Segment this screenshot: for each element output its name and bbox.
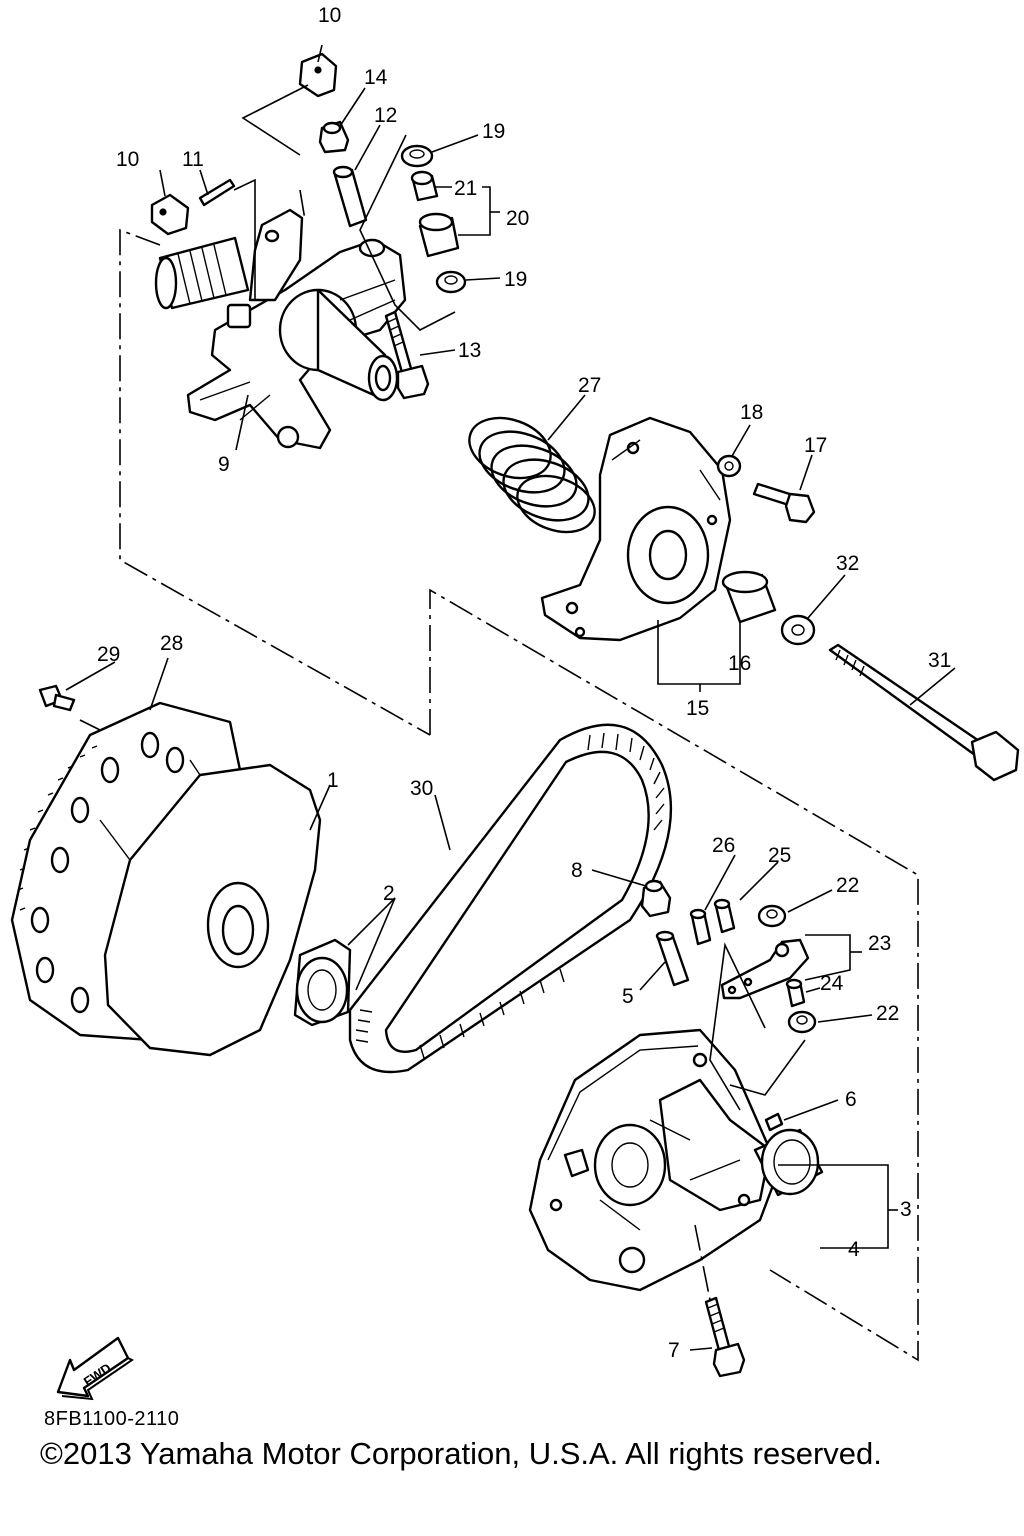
callout-14: 14 — [364, 66, 388, 89]
bolt-17 — [752, 482, 816, 524]
cover-bushing — [721, 570, 777, 624]
fwd-arrow-icon: FWD — [56, 1336, 134, 1401]
callout-5: 5 — [622, 985, 634, 1008]
callout-7: 7 — [668, 1339, 680, 1362]
callout-23: 23 — [868, 932, 891, 955]
callout-16: 16 — [728, 652, 751, 675]
callout-24: 24 — [820, 972, 844, 995]
callout-9: 9 — [218, 453, 230, 476]
callout-3: 3 — [900, 1198, 912, 1221]
bolt-7 — [704, 1296, 746, 1378]
callout-21: 21 — [454, 177, 477, 200]
copyright-notice: ©2013 Yamaha Motor Corporation, U.S.A. A… — [40, 1436, 882, 1471]
roller-pin-part — [332, 165, 368, 228]
callout-4: 4 — [848, 1238, 860, 1261]
callout-6: 6 — [845, 1088, 857, 1111]
washer-18 — [716, 454, 742, 478]
callout-30: 30 — [410, 777, 433, 800]
callout-31: 31 — [928, 649, 951, 672]
callout-22-lower: 22 — [876, 1002, 899, 1025]
collar-part — [293, 938, 352, 1027]
callout-17: 17 — [804, 434, 827, 457]
spider-hub-part — [154, 208, 407, 450]
bushing-small — [410, 170, 439, 202]
long-bolt-31 — [828, 643, 1020, 782]
callout-27: 27 — [578, 374, 601, 397]
callout-11: 11 — [182, 148, 204, 171]
callout-19-upper: 19 — [482, 120, 505, 143]
pin-25 — [713, 898, 736, 934]
nut-8 — [640, 879, 672, 918]
bolt-29 — [38, 684, 76, 712]
slider-block-left — [150, 193, 190, 236]
pin-26 — [689, 908, 712, 946]
movable-sheave-part — [528, 1028, 777, 1292]
callout-22-upper: 22 — [836, 874, 859, 897]
spring-part — [468, 416, 596, 534]
bolt-13 — [384, 310, 430, 400]
callout-20: 20 — [506, 207, 529, 230]
callout-28: 28 — [160, 632, 183, 655]
sheave-bushing — [753, 1128, 824, 1197]
callout-19-lower: 19 — [504, 268, 527, 291]
callout-25: 25 — [768, 844, 791, 867]
callout-18: 18 — [740, 401, 763, 424]
drive-belt-part — [348, 723, 673, 1074]
set-screw-6 — [764, 1112, 784, 1132]
slider-block-top — [298, 52, 338, 98]
pin-part — [198, 178, 236, 207]
fixed-sheave-part — [99, 759, 322, 1057]
callout-10-left: 10 — [116, 148, 139, 171]
callout-13: 13 — [458, 339, 481, 362]
callout-12: 12 — [374, 104, 397, 127]
callout-8: 8 — [571, 859, 583, 882]
callout-32: 32 — [836, 552, 859, 575]
callout-1: 1 — [327, 769, 339, 792]
pin-24 — [785, 978, 806, 1008]
washer-lower — [435, 270, 467, 294]
washer-22-lower — [787, 1010, 817, 1034]
callout-15: 15 — [686, 697, 709, 720]
washer-upper — [400, 144, 434, 168]
washer-22-upper — [757, 904, 787, 928]
callout-labels: 1 2 3 4 5 6 7 8 9 10 10 11 12 13 14 15 1… — [97, 4, 951, 1362]
callout-26: 26 — [712, 834, 735, 857]
washer-32 — [780, 614, 816, 646]
roller-part — [418, 212, 460, 258]
callout-29: 29 — [97, 643, 120, 666]
leader-lines — [65, 44, 956, 1351]
cam-cover-part — [540, 416, 732, 642]
pin-5 — [655, 930, 690, 987]
nut-part — [318, 120, 350, 154]
diagram-code: 8FB1100-2110 — [44, 1408, 180, 1430]
callout-10-top: 10 — [318, 4, 341, 27]
callout-2: 2 — [383, 882, 395, 905]
